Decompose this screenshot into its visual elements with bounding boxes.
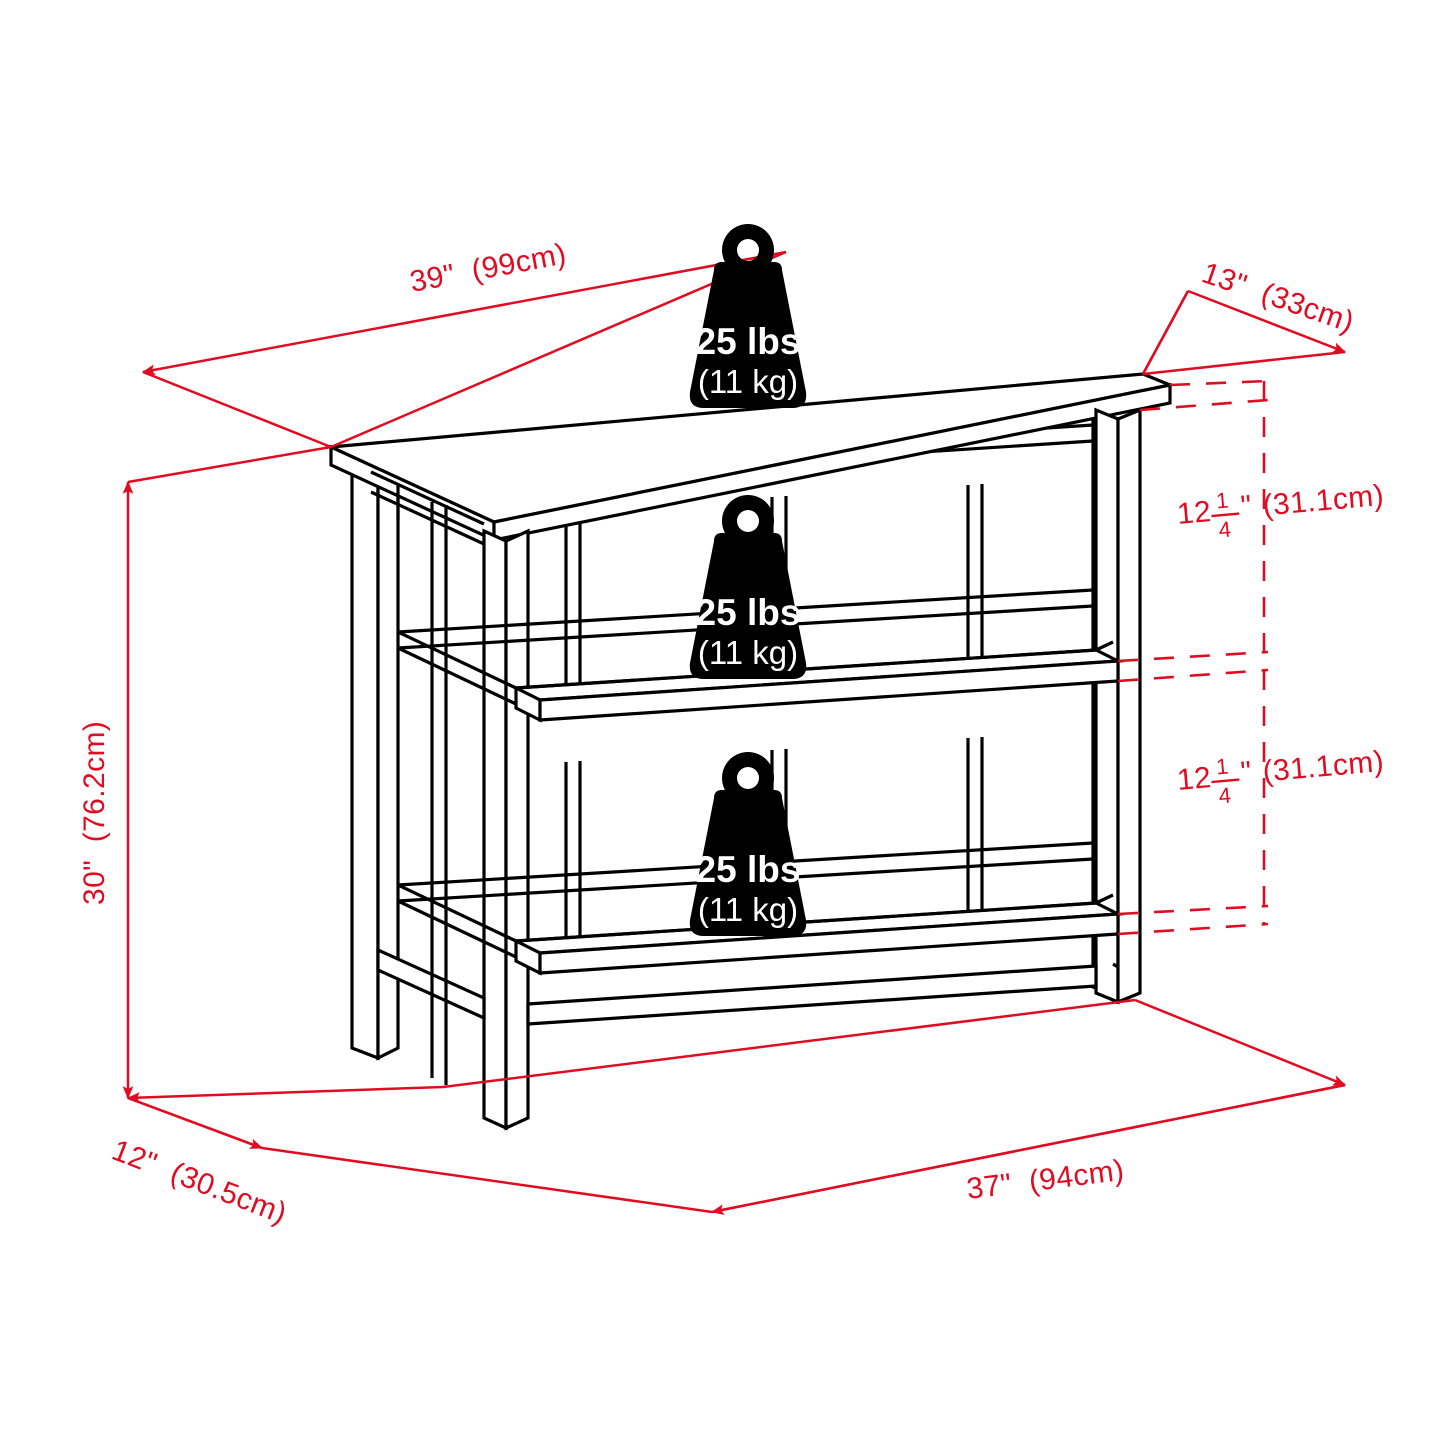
middle-shelf <box>397 630 1124 723</box>
weight-badge-top: 25 lbs (11 kg) <box>689 224 807 408</box>
label-upper-clearance-numerator: 1 <box>1215 488 1229 514</box>
weight-icon <box>689 495 807 679</box>
weight-icon <box>689 224 807 408</box>
side-panel-left <box>430 502 448 1085</box>
label-lower-clearance-whole: 12 <box>1176 761 1213 797</box>
dim-top-width <box>141 250 787 449</box>
dim-base-width <box>442 998 1347 1215</box>
apron-left <box>370 470 485 546</box>
label-top-width-text: 39" (99cm) <box>407 238 569 299</box>
stretcher-rail-front <box>526 964 1098 1026</box>
dim-shelf-clearance-extensions <box>1117 379 1269 936</box>
label-upper-clearance-metric: (31.1cm) <box>1261 479 1385 522</box>
leg-front-left <box>482 528 530 1131</box>
furniture-illustration <box>324 372 1176 1131</box>
weight-badge-top-lbs: 25 lbs <box>696 321 801 362</box>
label-base-width-text: 37" (94cm) <box>965 1154 1126 1206</box>
label-upper-clearance-whole: 12 <box>1176 495 1213 531</box>
label-upper-clearance-denominator: 4 <box>1218 516 1232 542</box>
dim-base-depth <box>126 1085 713 1214</box>
dim-top-right-tie <box>1141 290 1190 375</box>
weight-badge-bottom-kg: (11 kg) <box>698 891 798 928</box>
weight-icon <box>689 752 807 936</box>
weight-badge-bottom: 25 lbs (11 kg) <box>689 752 807 936</box>
label-overall-height-text: 30" (76.2cm) <box>78 721 111 905</box>
label-lower-clearance-metric: (31.1cm) <box>1261 745 1385 788</box>
label-lower-shelf-clearance: 12 1 4 " (31.1cm) <box>1176 745 1386 808</box>
label-lower-clearance-denominator: 4 <box>1218 782 1232 808</box>
weight-badge-middle: 25 lbs (11 kg) <box>689 495 807 679</box>
label-top-width: 39" (99cm) <box>407 238 569 299</box>
dim-overall-height <box>122 445 332 1150</box>
weight-badge-middle-lbs: 25 lbs <box>696 592 801 633</box>
weight-badge-bottom-lbs: 25 lbs <box>696 849 801 890</box>
label-lower-clearance-unit: " <box>1239 756 1253 790</box>
label-base-width: 37" (94cm) <box>965 1154 1126 1206</box>
weight-badge-middle-kg: (11 kg) <box>698 634 798 671</box>
label-upper-clearance-unit: " <box>1239 490 1253 524</box>
weight-badge-top-kg: (11 kg) <box>698 363 798 400</box>
leg-front-right <box>1094 407 1142 1005</box>
label-upper-shelf-clearance: 12 1 4 " (31.1cm) <box>1176 479 1386 542</box>
dim-top-leader <box>330 250 787 449</box>
stretcher-rail-right <box>1112 962 1119 969</box>
label-lower-clearance-numerator: 1 <box>1215 754 1229 780</box>
label-overall-height: 30" (76.2cm) <box>78 721 111 905</box>
